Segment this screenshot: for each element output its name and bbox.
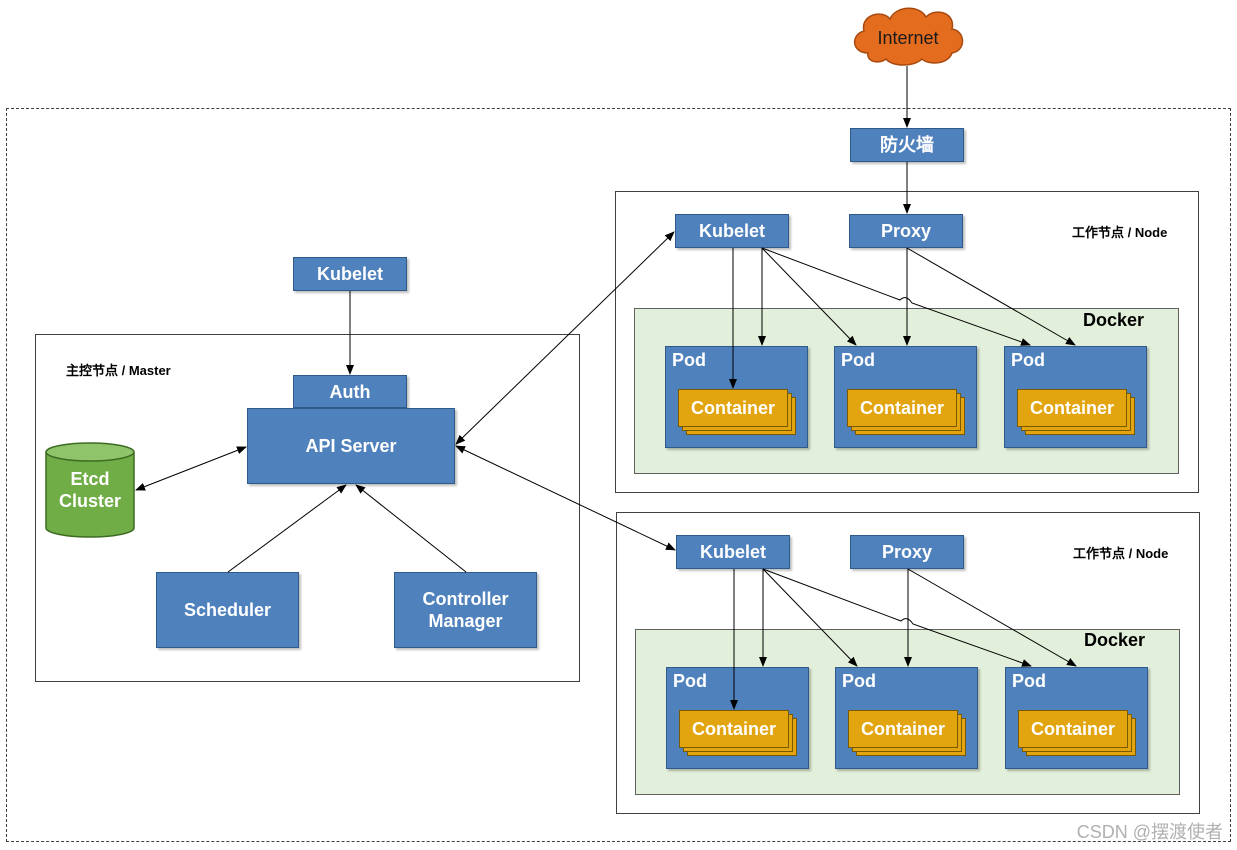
etcd-cylinder-icon <box>45 442 135 538</box>
master-label: 主控节点 / Master <box>66 363 171 378</box>
container-label: Container <box>847 389 957 427</box>
node-label-1: 工作节点 / Node <box>1072 225 1168 240</box>
arrow-controller-api <box>355 484 467 573</box>
node2-pod-1: Pod Container <box>666 667 809 769</box>
arrow-etcd-api <box>135 446 247 491</box>
auth-box: Auth <box>293 375 407 408</box>
scheduler-box: Scheduler <box>156 572 299 648</box>
node1-pod-2: Pod Container <box>834 346 977 448</box>
pod-label: Pod <box>673 671 707 691</box>
pod-label: Pod <box>672 350 706 370</box>
container-label: Container <box>1018 710 1128 748</box>
internet-label: Internet <box>877 28 939 48</box>
api-server-box: API Server <box>247 408 455 484</box>
pod-label: Pod <box>841 350 875 370</box>
watermark: CSDN @摆渡使者 <box>1076 822 1223 842</box>
container-label: Container <box>679 710 789 748</box>
node-label-2: 工作节点 / Node <box>1073 546 1169 561</box>
container-label: Container <box>1017 389 1127 427</box>
arrow-scheduler-api <box>227 484 347 573</box>
controller-manager-box: Controller Manager <box>394 572 537 648</box>
cluster-boundary <box>6 108 1231 842</box>
firewall-box: 防火墙 <box>850 128 964 162</box>
pod-label: Pod <box>1012 671 1046 691</box>
master-kubelet-box: Kubelet <box>293 257 407 291</box>
node2-pod-2: Pod Container <box>835 667 978 769</box>
node2-proxy-box: Proxy <box>850 535 964 569</box>
node1-kubelet-box: Kubelet <box>675 214 789 248</box>
node-frame-2 <box>616 512 1200 814</box>
node1-pod-1: Pod Container <box>665 346 808 448</box>
node2-pod-3: Pod Container <box>1005 667 1148 769</box>
container-label: Container <box>678 389 788 427</box>
container-label: Container <box>848 710 958 748</box>
node1-docker-label: Docker <box>1083 310 1145 330</box>
node2-kubelet-box: Kubelet <box>676 535 790 569</box>
internet-cloud-icon <box>854 7 964 66</box>
node1-proxy-box: Proxy <box>849 214 963 248</box>
node1-pod-3: Pod Container <box>1004 346 1147 448</box>
arrow-api-node1 <box>455 231 675 445</box>
pod-label: Pod <box>842 671 876 691</box>
etcd-label: Etcd Cluster <box>58 469 121 511</box>
arrow-api-node2 <box>455 445 676 551</box>
pod-label: Pod <box>1011 350 1045 370</box>
node2-docker-label: Docker <box>1084 630 1146 650</box>
